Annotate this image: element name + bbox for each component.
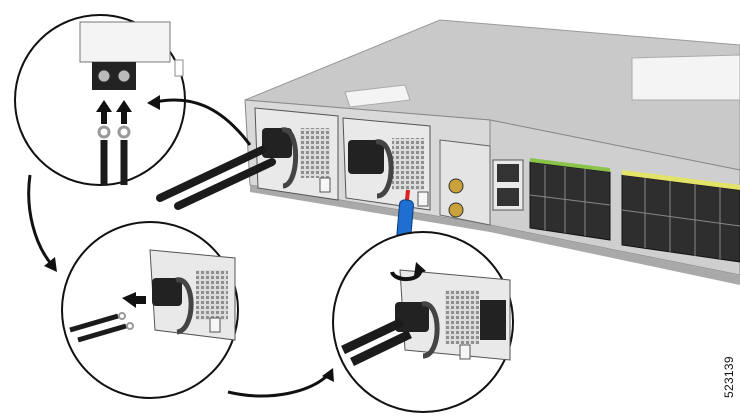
figure-id-label: 523139 — [722, 356, 736, 398]
arrow-head-1 — [147, 95, 160, 110]
detail-lugs-terminal-block — [14, 14, 186, 186]
power-supply-left — [254, 107, 339, 201]
arrow-head-3 — [322, 368, 334, 382]
arrow-head-2 — [44, 257, 57, 272]
detail-tighten-screw — [332, 231, 514, 413]
interface-panel — [439, 139, 524, 226]
arrow-detail2-to-detail3 — [227, 373, 330, 398]
arrow-detail1-to-detail2 — [27, 174, 54, 266]
sfp-port-block-yellow — [621, 170, 740, 263]
arrow-psu-to-detail1 — [154, 98, 252, 146]
dc-power-cables — [156, 146, 276, 210]
sequence-arrows — [27, 95, 334, 398]
detail-cable-insertion — [61, 221, 239, 399]
sfp-port-block-green — [529, 158, 611, 241]
power-supply-right — [342, 117, 431, 211]
